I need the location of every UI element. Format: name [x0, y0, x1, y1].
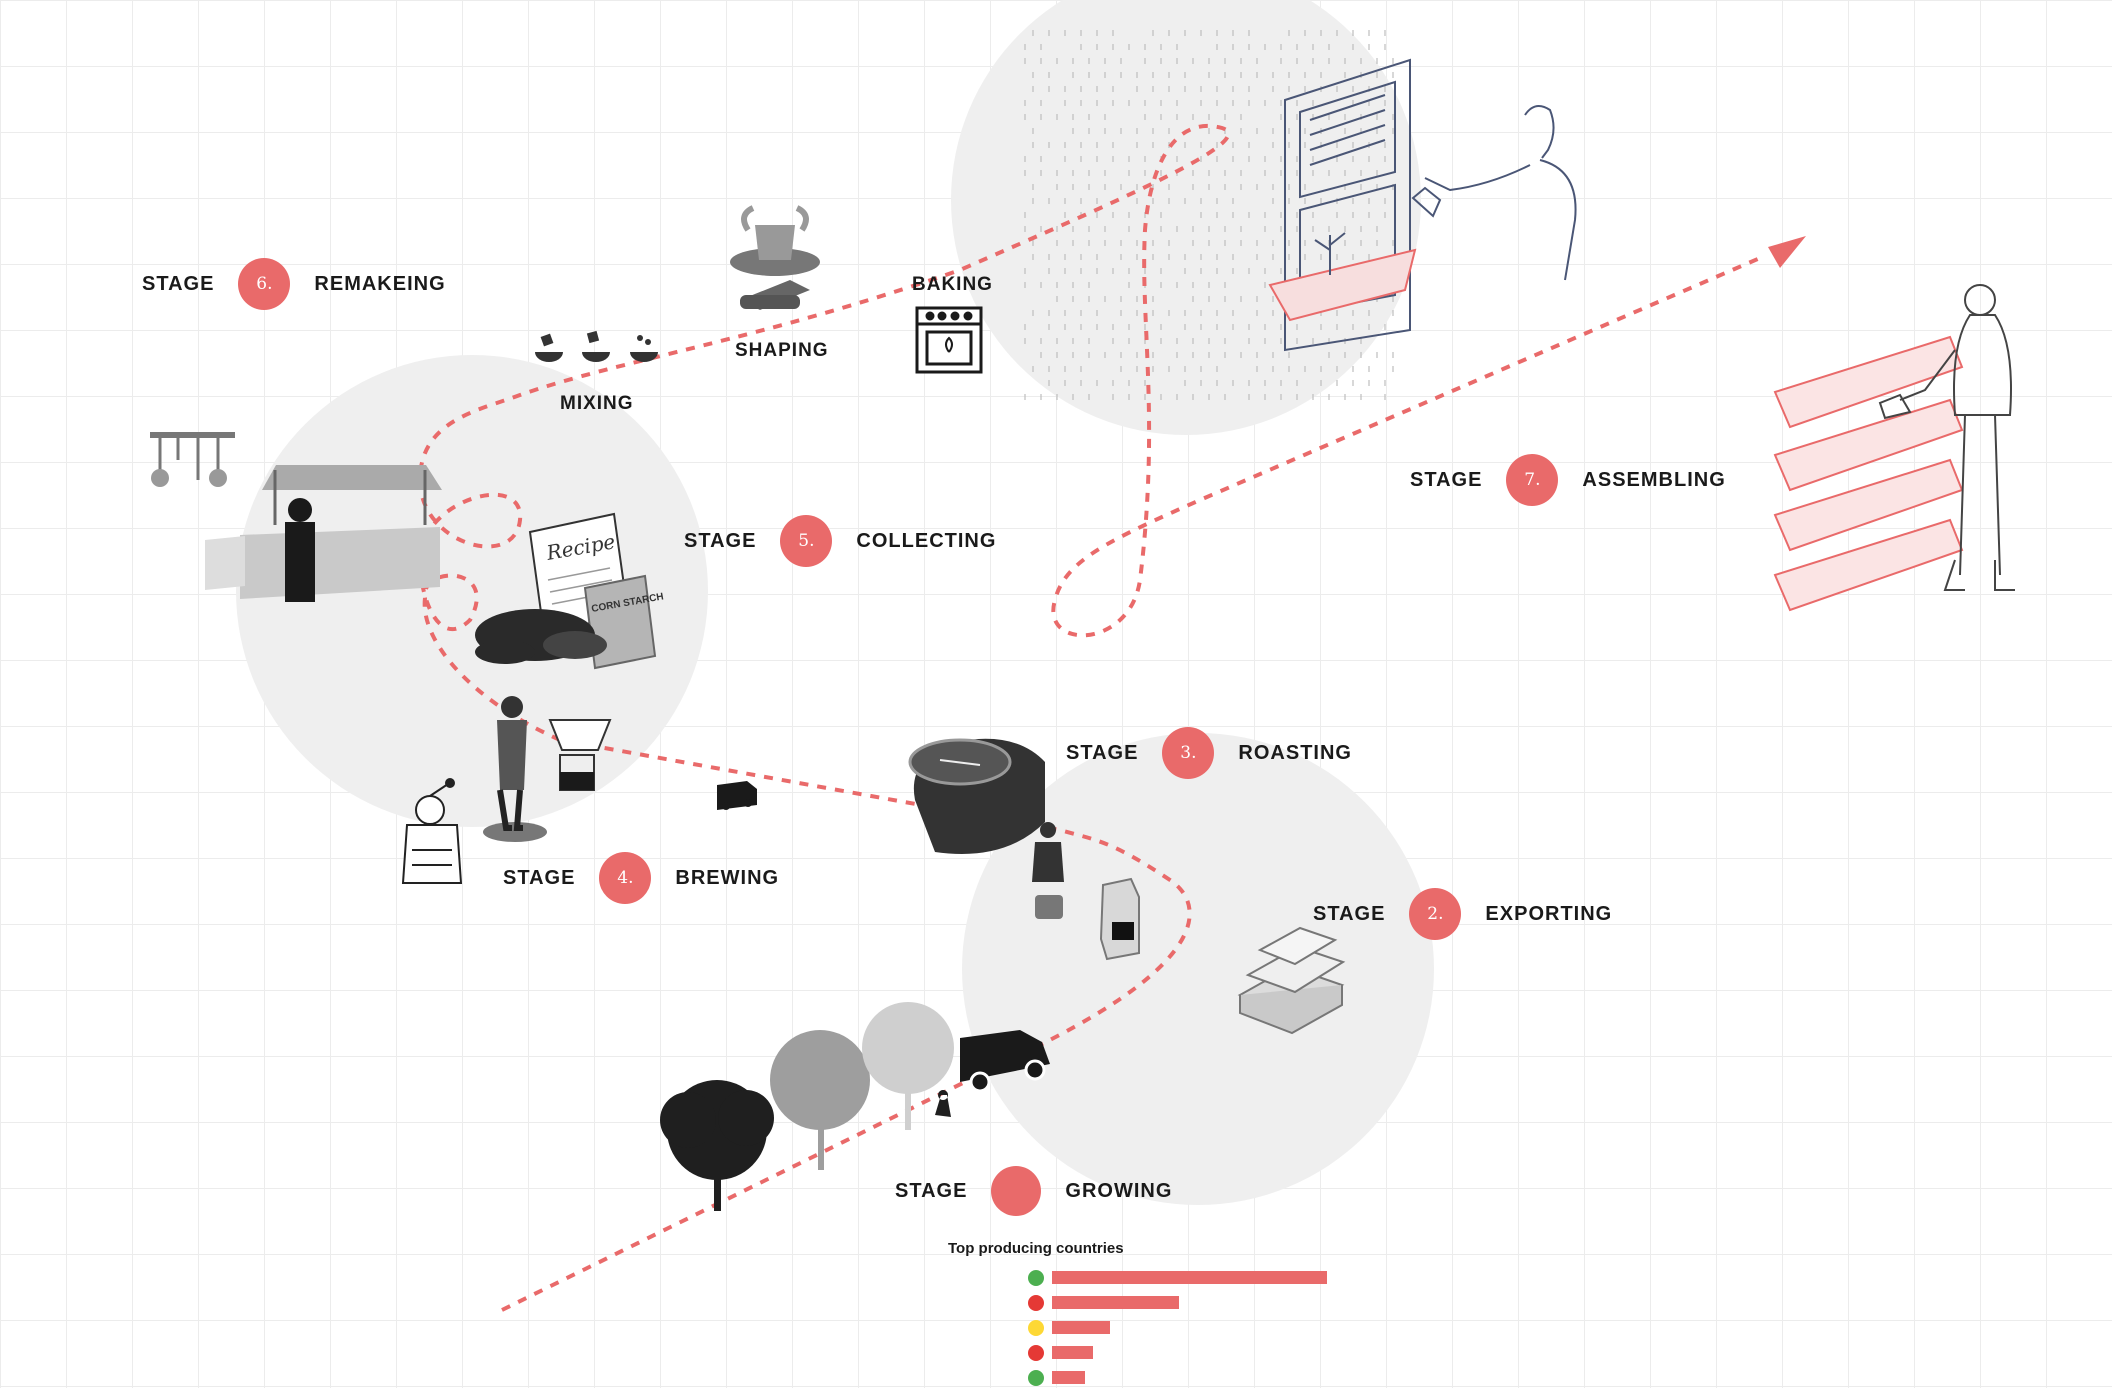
bar-indonesia — [1052, 1346, 1094, 1359]
coffee-trees-illustration — [660, 1002, 954, 1211]
roaster-worker-figure — [1032, 822, 1064, 919]
coffee-grinder-illustration — [401, 778, 463, 884]
coffee-roaster-illustration — [908, 738, 1045, 854]
stage-word: STAGE — [1313, 902, 1386, 925]
kitchen-scene-illustration — [150, 432, 442, 602]
step-label-shaping: SHAPING — [735, 340, 829, 361]
stage-brewing: STAGE 4. BREWING — [503, 852, 779, 904]
barista-figure — [483, 696, 547, 842]
oven-icon — [915, 306, 983, 374]
bar-brazil — [1052, 1271, 1327, 1284]
bar-vietnam — [1052, 1296, 1179, 1309]
window-planter-illustration — [1268, 58, 1417, 352]
stage-number-badge — [991, 1166, 1042, 1216]
stage-number-badge: 3. — [1162, 727, 1215, 779]
step-label-mixing: MIXING — [560, 393, 634, 414]
man-watering-figure — [1411, 105, 1577, 281]
coffee-sacks-illustration — [1237, 926, 1346, 1035]
pour-over-coffee-illustration — [548, 719, 612, 791]
indonesia-flag — [1028, 1345, 1044, 1361]
stage-remaking: STAGE 6. REMAKEING — [142, 258, 446, 310]
stage-word: STAGE — [503, 866, 576, 889]
assembling-circle — [951, 0, 1421, 435]
stage-collecting: STAGE 5. COLLECTING — [684, 515, 996, 567]
stage-name: REMAKEING — [314, 272, 446, 295]
bar-colombia — [1052, 1321, 1110, 1334]
stage-roasting: STAGE 3. ROASTING — [1066, 727, 1352, 779]
stage-name: COLLECTING — [856, 529, 997, 552]
stage-name: GROWING — [1065, 1179, 1173, 1202]
mixing-bowls-icon — [535, 330, 658, 362]
stage-name: EXPORTING — [1485, 902, 1613, 925]
vietnam-flag — [1028, 1295, 1044, 1311]
stage-name: ROASTING — [1238, 741, 1352, 764]
stage-number-badge: 4. — [599, 852, 652, 904]
coffee-bag-icon — [1099, 877, 1140, 961]
stage-growing: STAGE GROWING — [895, 1166, 1172, 1216]
stage-number-badge: 7. — [1506, 454, 1559, 506]
step-label-baking: BAKING — [912, 274, 993, 295]
process-route — [417, 124, 1761, 1312]
stage-word: STAGE — [895, 1179, 968, 1202]
delivery-truck-icon — [960, 1030, 1050, 1093]
stage-word: STAGE — [142, 272, 215, 295]
woman-watering-figure — [1878, 284, 2015, 591]
stage-word: STAGE — [1410, 468, 1483, 491]
stage-number-badge: 6. — [238, 258, 291, 310]
stage-assembling: STAGE 7. ASSEMBLING — [1410, 454, 1726, 506]
stage-exporting: STAGE 2. EXPORTING — [1313, 888, 1612, 940]
ethiopia-flag — [1028, 1370, 1044, 1386]
coffee-grounds-illustration — [475, 609, 607, 664]
bar-ethiopia — [1052, 1371, 1085, 1384]
chart-title: Top producing countries — [948, 1240, 1124, 1257]
route-arrowhead — [1768, 236, 1806, 268]
brazil-flag — [1028, 1270, 1044, 1286]
stage-name: BREWING — [675, 866, 780, 889]
halftone-texture — [1024, 30, 1394, 400]
stage-number-badge: 2. — [1409, 888, 1462, 940]
colombia-flag — [1028, 1320, 1044, 1336]
stage-number-badge: 5. — [780, 515, 833, 567]
stage-word: STAGE — [684, 529, 757, 552]
small-truck-icon — [717, 781, 757, 810]
stage-word: STAGE — [1066, 741, 1139, 764]
stage-name: ASSEMBLING — [1582, 468, 1726, 491]
vertical-planters-illustration — [1773, 335, 1964, 612]
pottery-wheel-illustration — [730, 205, 820, 310]
